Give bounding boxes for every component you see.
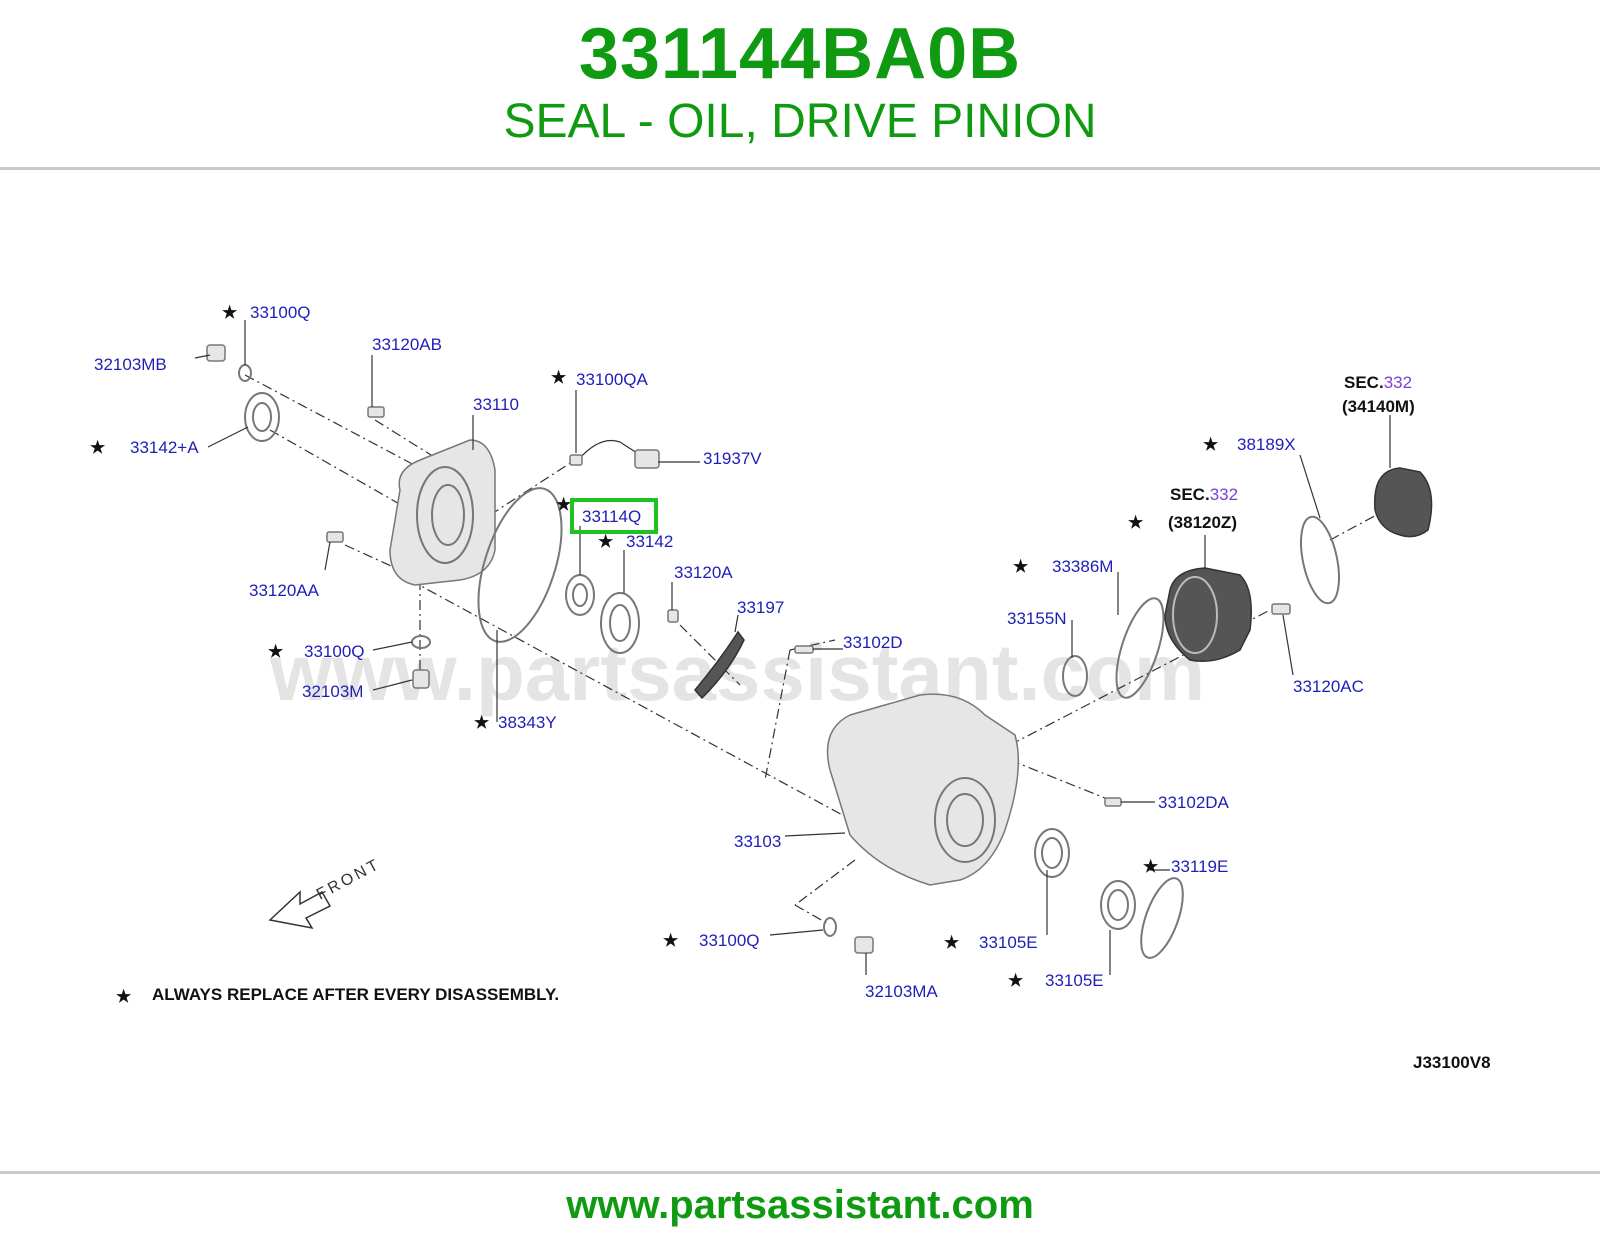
star-icon: ★ <box>663 931 679 950</box>
star-icon: ★ <box>556 495 572 514</box>
callout-33110[interactable]: 33110 <box>473 395 519 414</box>
callout-33105e[interactable]: 33105E <box>979 933 1038 952</box>
part-33105e-seal-1 <box>1034 828 1070 878</box>
footer-url-link[interactable]: www.partsassistant.com <box>566 1183 1034 1227</box>
section-ref-34140m[interactable]: SEC.332 (34140M) <box>1342 373 1415 416</box>
svg-text:SEC.332: SEC.332 <box>1170 485 1238 504</box>
part-33120ab-bolt <box>367 406 385 418</box>
part-33142-bearing <box>600 592 640 654</box>
callout-38343y[interactable]: 38343Y <box>498 713 557 732</box>
part-33120a-bolt <box>667 609 679 623</box>
part-number: 331144BA0B <box>578 14 1022 94</box>
star-icon: ★ <box>116 987 132 1006</box>
part-31937v-sensor <box>569 439 660 469</box>
callout-33100q-2[interactable]: 33100Q <box>304 642 365 661</box>
callout-38189x[interactable]: 38189X <box>1237 435 1296 454</box>
callout-32103mb[interactable]: 32103MB <box>94 355 167 374</box>
callout-33102da[interactable]: 33102DA <box>1158 793 1230 812</box>
callout-33142a[interactable]: 33142+A <box>130 438 199 457</box>
front-label: FRONT <box>314 856 384 904</box>
callout-33386m[interactable]: 33386M <box>1052 557 1113 576</box>
star-icon: ★ <box>1143 857 1159 876</box>
part-33105e-seal-2 <box>1100 880 1136 930</box>
callout-labels: 33100Q 32103MB 33120AB 33100QA 33110 331… <box>94 303 1364 1001</box>
svg-text:SEC.332: SEC.332 <box>1344 373 1412 392</box>
callout-33155n[interactable]: 33155N <box>1007 609 1067 628</box>
leader-lines <box>194 320 1391 975</box>
callout-33120aa[interactable]: 33120AA <box>249 581 320 600</box>
callout-33197[interactable]: 33197 <box>737 598 784 617</box>
callout-33120a[interactable]: 33120A <box>674 563 733 582</box>
star-icon: ★ <box>474 713 490 732</box>
part-33114q-seal <box>565 574 595 616</box>
star-icon: ★ <box>1013 557 1029 576</box>
front-arrow-icon <box>268 890 332 930</box>
part-33142a-seal <box>244 392 280 442</box>
part-33119e-oring <box>1140 877 1184 959</box>
replacement-note: ALWAYS REPLACE AFTER EVERY DISASSEMBLY. <box>152 985 559 1004</box>
part-33110-cover <box>389 439 496 586</box>
star-icon: ★ <box>222 303 238 322</box>
replace-stars: ★ ★ ★ ★ ★ ★ ★ ★ ★ ★ ★ ★ ★ ★ ★ <box>90 303 1219 1006</box>
part-33155n-seal <box>1062 655 1088 697</box>
part-32103ma-plug <box>854 936 874 954</box>
sec-part-code: (38120Z) <box>1168 513 1237 532</box>
callout-33120ab[interactable]: 33120AB <box>372 335 442 354</box>
callout-33100q[interactable]: 33100Q <box>250 303 311 322</box>
part-38189x-seal <box>1300 515 1340 605</box>
sec-prefix: SEC. <box>1344 373 1384 392</box>
part-34140m-flange <box>1373 467 1433 538</box>
section-ref-38120z[interactable]: SEC.332 (38120Z) <box>1168 485 1238 532</box>
part-33120ac-bolt <box>1271 603 1291 615</box>
callout-33100qa[interactable]: 33100QA <box>576 370 648 389</box>
exploded-parts-diagram: www.partsassistant.com <box>90 303 1491 1072</box>
star-icon: ★ <box>551 368 567 387</box>
callout-32103m[interactable]: 32103M <box>302 682 363 701</box>
part-32103m-plug <box>412 669 430 689</box>
front-direction-indicator: FRONT <box>268 856 384 930</box>
star-icon: ★ <box>90 438 106 457</box>
footer-divider <box>0 1171 1600 1174</box>
sec-part-code: (34140M) <box>1342 397 1415 416</box>
sec-number[interactable]: 332 <box>1210 485 1238 504</box>
sec-number[interactable]: 332 <box>1384 373 1412 392</box>
callout-33105e-2[interactable]: 33105E <box>1045 971 1104 990</box>
callout-31937v[interactable]: 31937V <box>703 449 762 468</box>
part-description: SEAL - OIL, DRIVE PINION <box>503 95 1097 148</box>
diagram-code: J33100V8 <box>1413 1053 1491 1072</box>
callout-33100q-3[interactable]: 33100Q <box>699 931 760 950</box>
part-33102d-pin <box>794 645 814 654</box>
part-33386m-oring <box>1115 597 1165 699</box>
callout-33114q[interactable]: 33114Q <box>582 507 641 526</box>
star-icon: ★ <box>1128 513 1144 532</box>
callout-32103ma[interactable]: 32103MA <box>865 982 938 1001</box>
part-33197-bracket <box>694 630 745 700</box>
callout-33102d[interactable]: 33102D <box>843 633 903 652</box>
part-33102da-pin <box>1104 797 1122 807</box>
part-33120aa-bolt <box>326 531 344 543</box>
selected-part-highlight <box>570 498 658 534</box>
callout-33120ac[interactable]: 33120AC <box>1293 677 1364 696</box>
star-icon: ★ <box>1203 435 1219 454</box>
star-icon: ★ <box>1008 971 1024 990</box>
star-icon: ★ <box>598 532 614 551</box>
part-33100q-washer-3 <box>823 917 837 937</box>
star-icon: ★ <box>944 933 960 952</box>
star-icon: ★ <box>268 642 284 661</box>
part-33103-housing <box>826 693 1020 886</box>
header-divider <box>0 167 1600 170</box>
part-38120z-differential <box>1164 567 1252 662</box>
callout-33119e[interactable]: 33119E <box>1171 857 1228 876</box>
part-32103mb-bolt <box>206 344 226 362</box>
callout-33103[interactable]: 33103 <box>734 832 781 851</box>
callout-33142[interactable]: 33142 <box>626 532 673 551</box>
part-33100q-washer-1 <box>238 364 252 382</box>
sec-prefix: SEC. <box>1170 485 1210 504</box>
page-header: 331144BA0B SEAL - OIL, DRIVE PINION <box>0 0 1600 168</box>
part-38343y-oring <box>477 487 563 643</box>
